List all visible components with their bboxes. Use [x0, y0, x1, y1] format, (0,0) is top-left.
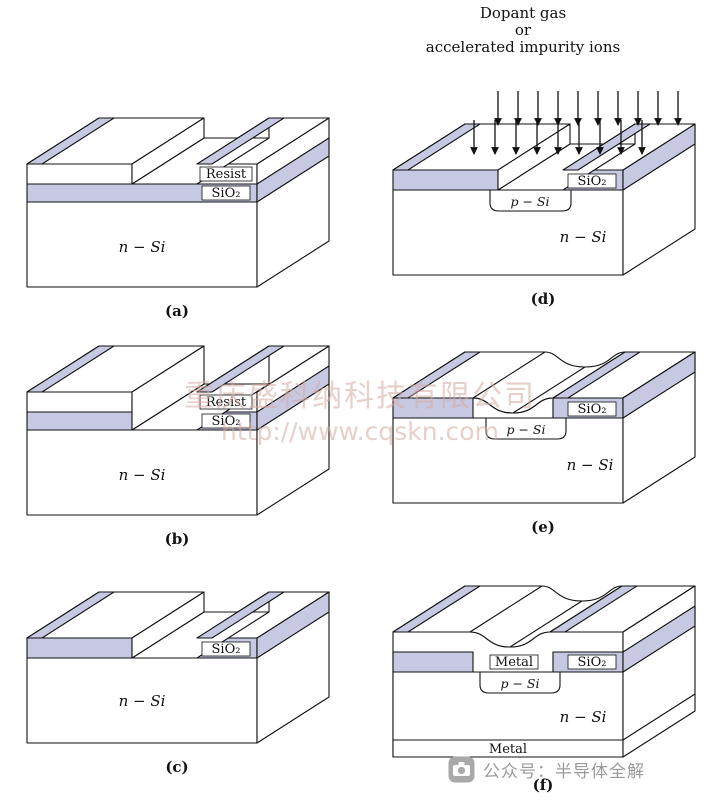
- panel-e: SiO₂ p − Si n − Si (e): [378, 288, 708, 536]
- n-si-label: n − Si: [119, 692, 166, 710]
- dopant-arrows: [470, 91, 682, 155]
- resist-label-box: [199, 166, 253, 182]
- left-edge-stripe: [392, 351, 481, 399]
- diagram-c-resist-removed: SiO₂ n − Si: [26, 591, 330, 744]
- panel-f-tag: (f): [532, 776, 554, 794]
- resist-label: Resist: [206, 167, 247, 182]
- resist-left-front: [26, 391, 133, 413]
- substrate-front-face: [26, 657, 258, 744]
- panel-c-tag: (c): [165, 758, 189, 776]
- panel-c: SiO₂ n − Si (c): [12, 528, 342, 776]
- oxide-left-front: [392, 169, 499, 191]
- sio2-label-box: [567, 401, 617, 417]
- resist-label-box: [199, 394, 253, 410]
- panel-d: SiO₂ p − Si n − Si (d): [378, 60, 708, 308]
- sio2-label-box: [201, 413, 251, 429]
- p-si-label: p − Si: [511, 194, 550, 209]
- sio2-label: SiO₂: [212, 186, 241, 201]
- panel-f: Metal SiO₂ p − Si n − Si Metal (f): [378, 542, 708, 794]
- n-si-label: n − Si: [560, 228, 607, 246]
- dip-edge-left: [469, 585, 543, 633]
- right-strip-stripe: [196, 345, 285, 393]
- p-region-outline: [479, 672, 561, 694]
- panel-e-tag: (e): [531, 518, 555, 536]
- right-strip-stripe: [552, 351, 641, 399]
- sio2-label: SiO₂: [212, 414, 241, 429]
- dopant-header-line3: accelerated impurity ions: [425, 38, 621, 56]
- diagram-a-resist-patterned: Resist SiO₂ n − Si: [26, 117, 330, 288]
- panel-a-tag: (a): [165, 302, 189, 320]
- right-strip-stripe: [196, 117, 285, 165]
- sio2-label: SiO₂: [578, 402, 607, 417]
- right-strip-stripe: [549, 585, 638, 633]
- p-si-label: p − Si: [501, 676, 540, 691]
- sio2-label: SiO₂: [578, 174, 607, 189]
- metal-label-box: [489, 654, 539, 670]
- n-si-label: n − Si: [567, 456, 614, 474]
- regrown-oxide-dip-curve: [472, 397, 554, 414]
- dopant-header-line1: Dopant gas: [479, 4, 567, 22]
- sio2-label-box: [567, 173, 617, 189]
- dopant-header: Dopant gas or accelerated impurity ions: [378, 5, 668, 56]
- sio2-label-box: [201, 185, 251, 201]
- substrate-front-face: [26, 429, 258, 516]
- diagram-e-oxide-regrown: SiO₂ p − Si n − Si: [392, 351, 696, 504]
- dip-bottom-line: [509, 600, 583, 648]
- oxide-side-band: [622, 605, 696, 673]
- p-region-outline: [485, 418, 567, 440]
- diagram-d-doping: SiO₂ p − Si n − Si: [392, 91, 696, 276]
- substrate-front-face: [392, 417, 624, 504]
- bottom-metal-label: Metal: [489, 742, 527, 757]
- sio2-label-box: [567, 654, 617, 670]
- sio2-label: SiO₂: [212, 642, 241, 657]
- metal-contact-label: Metal: [495, 655, 533, 670]
- oxide-side-band: [256, 137, 330, 203]
- panel-b-tag: (b): [164, 530, 190, 548]
- resist-left-front: [26, 163, 133, 185]
- oxide-side-band: [622, 351, 696, 419]
- left-edge-stripe: [392, 123, 481, 171]
- panel-d-tag: (d): [530, 290, 556, 308]
- left-edge-stripe: [26, 117, 115, 165]
- p-si-label: p − Si: [507, 422, 546, 437]
- wechat-logo-icon: [448, 756, 475, 783]
- diagram-b-oxide-etched: Resist SiO₂ n − Si: [26, 345, 330, 516]
- n-si-label: n − Si: [560, 708, 607, 726]
- wechat-caption-text: 公众号：半导体全解: [483, 762, 645, 782]
- dopant-header-line2: or: [514, 21, 532, 39]
- sio2-label: SiO₂: [578, 655, 607, 670]
- oxide-left-front: [392, 651, 474, 673]
- wechat-caption: 公众号：半导体全解: [448, 756, 645, 783]
- oxide-left-front: [26, 411, 133, 431]
- resist-label: Resist: [206, 395, 247, 410]
- p-region-outline: [489, 190, 572, 212]
- window-wall: [131, 345, 205, 431]
- bottom-metal-side-line: [622, 693, 696, 741]
- window-wall: [497, 123, 571, 191]
- oxide-left-front: [26, 637, 133, 659]
- window-wall: [131, 117, 205, 185]
- left-edge-stripe: [392, 585, 481, 633]
- substrate-front-face: [26, 201, 258, 288]
- panel-a: Resist SiO₂ n − Si (a): [12, 72, 342, 320]
- oxide-side-band: [256, 365, 330, 431]
- dip-bottom-line: [512, 366, 586, 414]
- window-wall: [131, 591, 205, 659]
- sio2-label-box: [201, 641, 251, 657]
- left-edge-stripe: [26, 345, 115, 393]
- left-edge-stripe: [26, 591, 115, 639]
- right-strip-stripe: [196, 591, 285, 639]
- diagram-f-metallized: Metal SiO₂ p − Si n − Si Metal: [392, 585, 696, 758]
- n-si-label: n − Si: [119, 466, 166, 484]
- right-strip-stripe: [562, 123, 651, 171]
- oxide-left-front: [392, 397, 474, 419]
- dip-edge-left: [472, 351, 546, 399]
- n-si-label: n − Si: [119, 238, 166, 256]
- panel-b: Resist SiO₂ n − Si (b): [12, 300, 342, 548]
